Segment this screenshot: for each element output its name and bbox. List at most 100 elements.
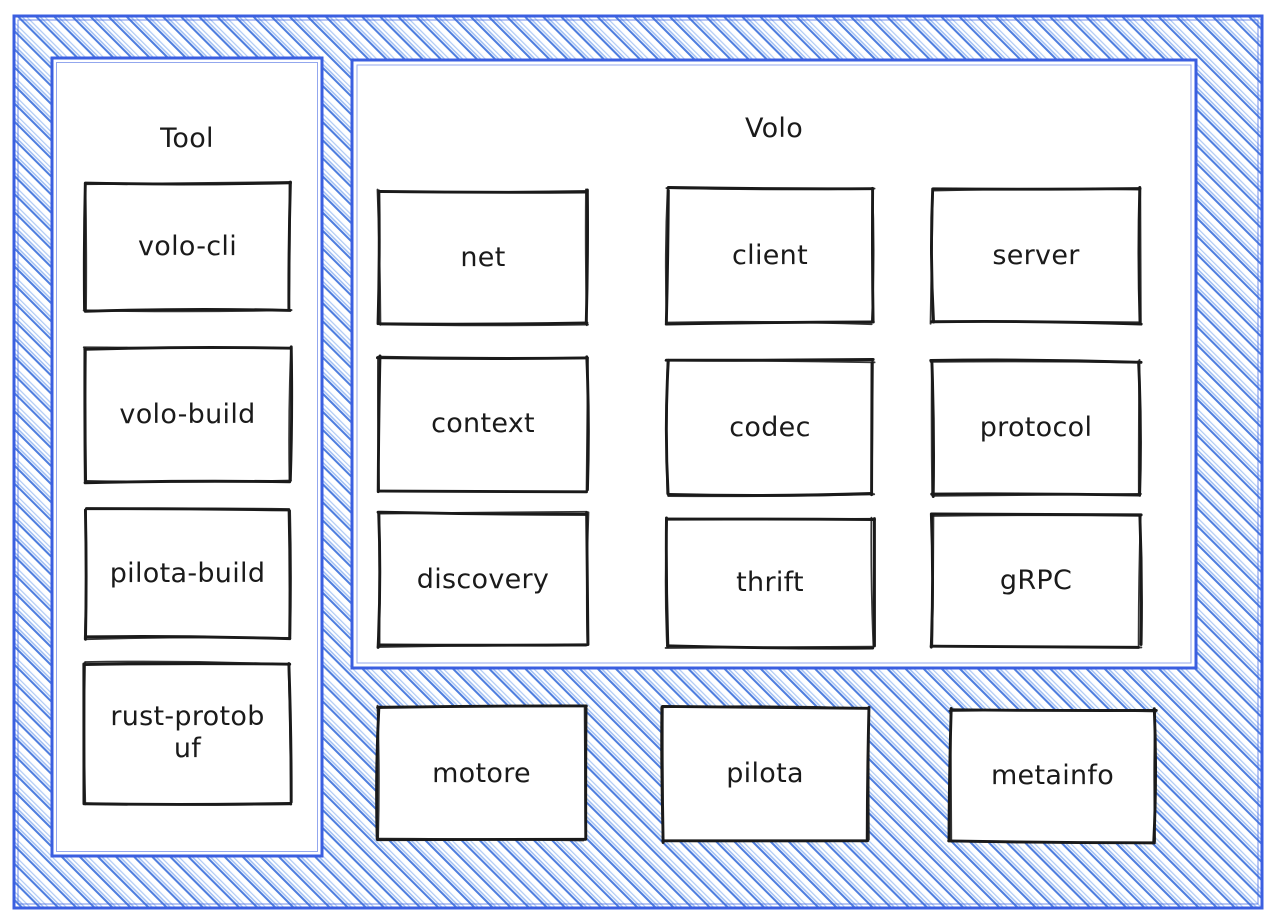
node-boxes-layer — [82, 180, 1158, 845]
box-client-edge — [665, 187, 876, 191]
box-metainfo-edge — [948, 709, 1157, 713]
box-metainfo-edge — [949, 708, 953, 842]
box-volo-build[interactable] — [82, 345, 294, 485]
box-client-edge — [664, 187, 669, 325]
box-net-edge — [377, 190, 589, 194]
box-protocol[interactable] — [929, 358, 1143, 498]
box-client-edge — [870, 186, 875, 324]
box-volo-build-edge — [288, 345, 294, 482]
box-rust-protobuf-edge — [83, 661, 87, 806]
box-motore-edge — [583, 704, 587, 840]
box-server-fill — [932, 189, 1140, 323]
box-volo-cli-edge — [84, 182, 88, 312]
box-pilota-fill — [662, 707, 868, 841]
box-codec-edge — [665, 361, 669, 495]
box-net-edge — [584, 188, 588, 327]
box-metainfo-fill — [950, 710, 1155, 842]
box-client[interactable] — [664, 186, 876, 326]
box-thrift-edge — [664, 519, 669, 648]
volo-panel-border — [350, 58, 1198, 670]
box-thrift-edge — [870, 516, 875, 647]
box-thrift-edge — [664, 645, 875, 649]
box-client-edge — [667, 320, 873, 326]
box-discovery-fill — [379, 513, 587, 646]
box-metainfo-edge — [1153, 709, 1157, 843]
box-volo-cli-edge — [82, 309, 293, 313]
box-net-edge — [379, 323, 589, 327]
box-grpc[interactable] — [929, 512, 1143, 649]
box-server[interactable] — [929, 186, 1143, 326]
box-motore-edge — [376, 837, 585, 842]
box-grpc-edge — [931, 512, 935, 646]
box-grpc-fill — [932, 515, 1140, 646]
box-server-edge — [1139, 187, 1142, 324]
box-protocol-fill — [932, 361, 1140, 495]
box-volo-build-edge — [82, 346, 293, 349]
box-server-edge — [929, 187, 934, 325]
outer-frame-border — [12, 14, 1264, 910]
box-volo-build-edge — [85, 479, 292, 483]
box-thrift-fill — [667, 519, 873, 647]
tool-panel-border — [50, 56, 324, 858]
box-discovery-edge — [585, 511, 590, 647]
box-context-fill — [379, 357, 587, 491]
box-rust-protobuf-edge — [287, 662, 292, 806]
box-thrift-edge — [665, 517, 876, 521]
box-metainfo-edge — [950, 840, 1155, 844]
box-discovery[interactable] — [376, 510, 590, 649]
box-context-edge — [377, 355, 380, 492]
box-protocol-edge — [931, 492, 1142, 497]
box-motore[interactable] — [375, 704, 588, 842]
box-grpc-edge — [1137, 514, 1142, 647]
box-discovery-edge — [376, 644, 588, 648]
box-volo-build-edge — [288, 346, 293, 483]
box-volo-cli-edge — [84, 181, 292, 186]
box-pilota-build-edge — [289, 509, 292, 640]
box-server-edge — [931, 187, 1141, 192]
volo-panel-border-inner — [356, 64, 1192, 664]
box-context-edge — [379, 355, 589, 359]
box-protocol-edge — [1137, 358, 1141, 495]
box-net[interactable] — [376, 188, 589, 327]
tool-panel-border-inner — [56, 62, 318, 852]
box-rust-protobuf[interactable] — [82, 660, 293, 806]
box-motore-edge — [376, 705, 588, 708]
box-protocol-edge — [930, 359, 934, 497]
box-codec[interactable] — [664, 358, 876, 498]
box-volo-build-fill — [85, 348, 290, 482]
box-pilota-build-fill — [85, 510, 290, 638]
box-grpc-edge — [930, 644, 1143, 649]
box-context-edge — [378, 490, 587, 493]
box-protocol-edge — [929, 360, 1140, 364]
box-motore-edge — [376, 704, 380, 840]
box-codec-edge — [664, 359, 876, 364]
box-pilota-build[interactable] — [83, 507, 292, 641]
box-context[interactable] — [375, 354, 590, 494]
outer-frame-border-inner — [17, 19, 1259, 905]
box-rust-protobuf-edge — [85, 802, 293, 806]
box-net-edge — [376, 188, 382, 326]
box-client-fill — [667, 189, 873, 323]
box-volo-cli[interactable] — [82, 180, 293, 313]
box-net-fill — [379, 191, 587, 324]
box-codec-edge — [870, 360, 874, 497]
box-context-edge — [585, 356, 589, 493]
box-rust-protobuf-edge — [84, 660, 290, 666]
box-server-edge — [930, 320, 1140, 324]
box-rust-protobuf-fill — [85, 663, 290, 803]
box-motore-fill — [378, 707, 585, 840]
box-codec-edge — [667, 493, 876, 498]
box-volo-cli-fill — [85, 183, 290, 310]
box-pilota-edge — [660, 706, 664, 842]
box-pilota-build-edge — [83, 508, 88, 641]
box-codec-fill — [667, 361, 873, 495]
box-grpc-edge — [931, 514, 1141, 517]
box-thrift[interactable] — [664, 516, 876, 650]
box-discovery-edge — [379, 510, 588, 515]
box-metainfo[interactable] — [947, 707, 1158, 845]
box-pilota[interactable] — [660, 705, 871, 844]
box-pilota-edge — [661, 705, 869, 710]
box-volo-cli-edge — [287, 180, 291, 310]
